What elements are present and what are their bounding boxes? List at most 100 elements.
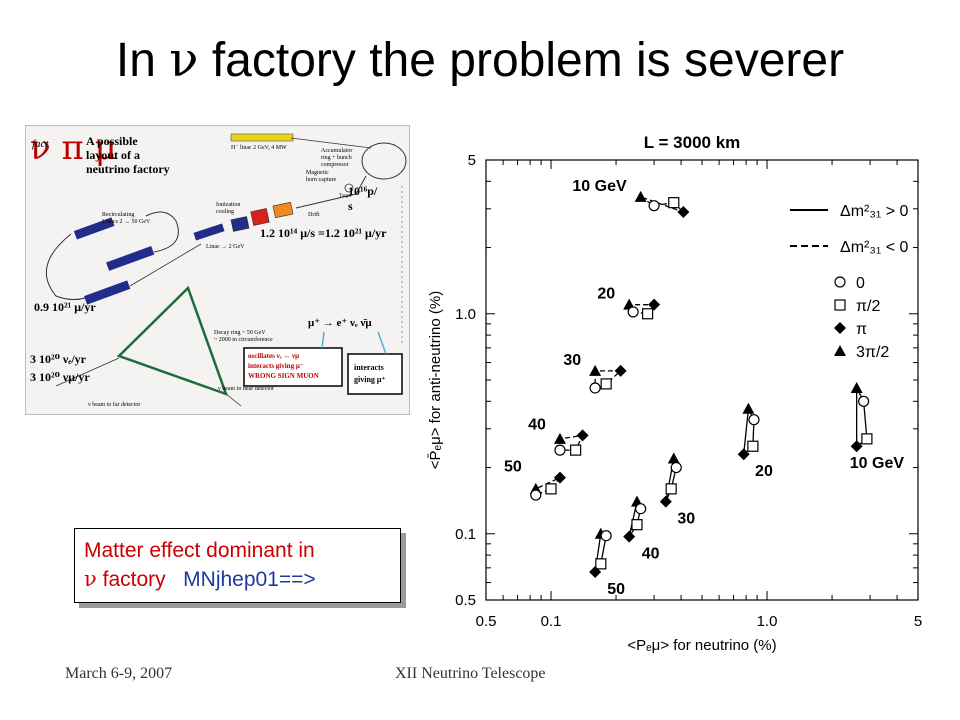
data-point-diamond xyxy=(553,471,566,484)
data-point-diamond xyxy=(614,364,627,377)
callout-factory: factory xyxy=(96,568,166,591)
decay-ring-label: Decay ring ~ 50 GeV ~ 2000 m circumferen… xyxy=(214,330,273,343)
callout-link[interactable]: MNjhep01==> xyxy=(183,568,316,591)
beam-near-label: ν beam to near detector xyxy=(218,386,275,392)
data-point-square xyxy=(545,483,557,495)
interacts-box xyxy=(347,353,403,395)
horn-label: Magnetic horn capture xyxy=(306,170,337,183)
factory-logo-word: fact xyxy=(32,138,49,150)
series-energy-label: 50 xyxy=(607,581,625,598)
data-point-square xyxy=(570,444,582,456)
recirc-label: Recirculating Linacs 2 → 50 GeV xyxy=(102,212,151,225)
y-tick-label: 1.0 xyxy=(455,306,476,323)
data-point-circle xyxy=(670,461,682,474)
data-point-square xyxy=(665,483,677,495)
data-point-diamond xyxy=(576,429,589,442)
recirc-arc-left xyxy=(45,233,97,300)
data-point-circle xyxy=(554,444,566,456)
linac2-label: Linac → 2 GeV xyxy=(206,244,245,250)
data-point-diamond xyxy=(737,448,750,461)
legend-marker-label: π xyxy=(856,321,867,338)
y-tick-label: 0.5 xyxy=(455,592,476,609)
series-loop xyxy=(628,304,656,315)
data-point-triangle xyxy=(667,452,680,464)
x-tick-label: 0.1 xyxy=(541,613,562,630)
target-icon xyxy=(344,183,354,193)
data-point-diamond xyxy=(659,495,672,508)
series-energy-label: 30 xyxy=(677,511,695,528)
x-tick-label: 0.5 xyxy=(476,613,497,630)
y-axis-label: <P̄ₑμ> for anti-neutrino (%) xyxy=(427,291,444,469)
data-point-square xyxy=(595,558,607,570)
decay-reaction: μ⁺ → e⁺ νₑ ν̄μ xyxy=(308,317,372,329)
data-point-triangle xyxy=(589,364,602,376)
accumulator-ring xyxy=(361,142,407,180)
legend-line-label: Δm²₃₁ > 0 xyxy=(840,203,908,220)
y-tick-label: 0.1 xyxy=(455,526,476,543)
footer-date: March 6-9, 2007 xyxy=(65,665,173,682)
drift-section xyxy=(272,201,294,219)
data-point-square xyxy=(747,440,759,452)
data-point-triangle xyxy=(742,402,755,414)
linac-2gev xyxy=(193,223,225,241)
y-tick-label: 5 xyxy=(468,152,476,169)
data-point-triangle xyxy=(634,190,647,202)
muon-rate-label: 1.2 10¹⁴ μ/s =1.2 10²¹ μ/yr xyxy=(260,226,387,240)
data-point-square xyxy=(631,519,643,531)
factory-logo-icon: ν π μ xyxy=(30,128,117,168)
data-point-square xyxy=(642,308,654,320)
data-point-circle xyxy=(635,503,647,515)
series-energy-label: 50 xyxy=(504,459,522,476)
data-point-circle xyxy=(600,530,612,542)
proton-flux-label: 10¹⁶p/ s xyxy=(348,184,378,213)
legend-marker-label: 0 xyxy=(856,275,865,292)
cooling-section xyxy=(250,208,270,226)
legend-line-label: Δm²₃₁ < 0 xyxy=(840,239,908,256)
title-nu-symbol: ν xyxy=(169,32,199,88)
chart-title: L = 3000 km xyxy=(644,133,741,152)
accumulator-label: Accumulator ring + bunch compressor xyxy=(321,148,353,168)
legend-marker-square xyxy=(834,299,846,311)
x-axis-label: <Pₑμ> for neutrino (%) xyxy=(627,637,776,654)
slide-title: In ν factory the problem is severer xyxy=(0,30,960,91)
data-point-circle xyxy=(530,489,542,501)
title-prefix: In xyxy=(115,34,170,87)
drift-label: Drift xyxy=(308,212,320,218)
data-point-circle xyxy=(589,382,601,394)
decay-ring xyxy=(116,285,229,397)
title-suffix: factory the problem is severer xyxy=(198,34,845,87)
data-point-square xyxy=(600,378,612,390)
data-point-triangle xyxy=(850,381,863,393)
ionization-label: Ionization cooling xyxy=(216,202,241,215)
callout-line1: Matter effect dominant in xyxy=(84,539,315,562)
muon-rate-2-label: 0.9 10²¹ μ/yr xyxy=(34,300,96,314)
wrong-sign-text: oscillates νₑ ↔ νμ interacts giving μ⁻ W… xyxy=(248,352,319,380)
callout-nu-symbol: ν xyxy=(84,567,97,591)
neutrino-factory-figure: ν π μ fact A possible layout of a neutri… xyxy=(25,125,410,415)
series-energy-label: 30 xyxy=(563,352,581,369)
factory-drawing xyxy=(45,133,407,407)
data-point-square xyxy=(861,433,873,445)
beam-far-label: ν beam to far detector xyxy=(88,402,141,408)
target-label: Target xyxy=(339,194,352,199)
footer-conference: XII Neutrino Telescope xyxy=(395,665,546,682)
data-point-circle xyxy=(627,306,639,318)
legend-marker-circle xyxy=(834,276,846,288)
series-energy-label: 10 GeV xyxy=(850,455,905,472)
callout-box: Matter effect dominant in ν factory MNjh… xyxy=(74,528,401,603)
linac-label: H⁻ linac 2 GeV, 4 MW xyxy=(231,145,287,151)
data-point-diamond xyxy=(623,530,636,543)
legend-marker-label: π/2 xyxy=(856,298,880,315)
data-point-square xyxy=(668,197,680,209)
data-point-diamond xyxy=(677,206,690,219)
legend-marker-diamond xyxy=(834,322,846,334)
data-point-diamond xyxy=(648,298,661,311)
rate-e-label: 3 10²⁰ νₑ/yr xyxy=(30,352,86,366)
series-energy-label: 40 xyxy=(528,416,546,433)
data-point-circle xyxy=(858,395,870,407)
rate-mu-label: 3 10²⁰ νμ/yr xyxy=(30,370,90,384)
data-point-circle xyxy=(748,414,760,426)
interacts-text: interacts giving μ⁺ xyxy=(354,363,386,384)
data-point-circle xyxy=(648,200,660,212)
